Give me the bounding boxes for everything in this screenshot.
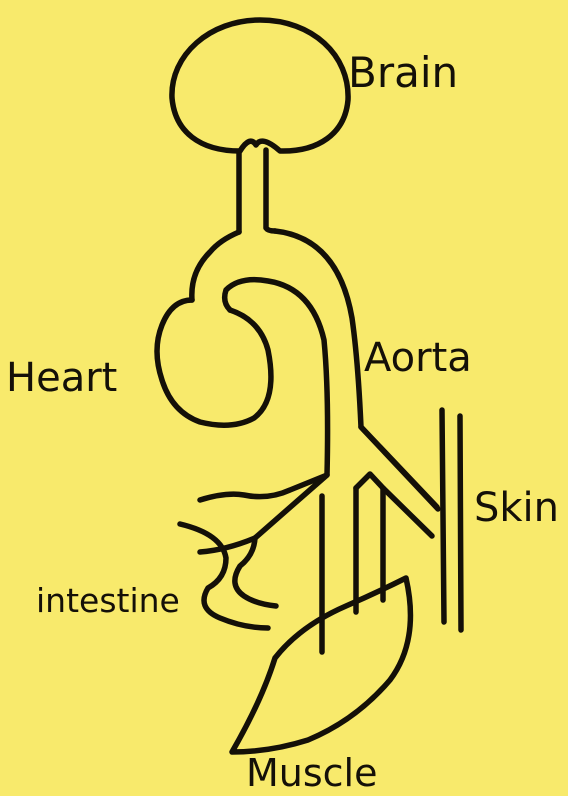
aorta-inner-wall (200, 280, 328, 552)
brain-label: Brain (348, 52, 458, 94)
muscle-label: Muscle (246, 754, 378, 792)
aorta-outer-wall (192, 232, 239, 300)
brain-shape (172, 20, 348, 151)
intestine-loop-inner (235, 538, 276, 606)
intestine-label: intestine (36, 584, 180, 617)
skin-line-left (442, 410, 444, 622)
skin-artery-lower (356, 474, 432, 536)
skin-artery-upper (361, 427, 438, 509)
skin-label: Skin (474, 488, 559, 528)
aorta-label: Aorta (364, 338, 472, 378)
brain-artery-right (266, 150, 275, 231)
intestine-branch-upper (200, 475, 327, 500)
heart-shape (157, 300, 271, 425)
skin-line-right (460, 416, 461, 630)
heart-label: Heart (6, 358, 117, 398)
